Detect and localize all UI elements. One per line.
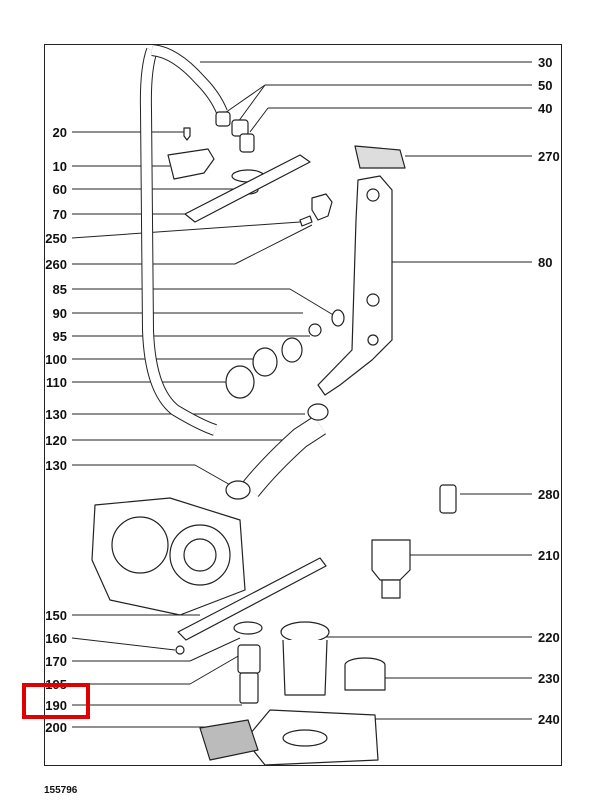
label-230: 230 xyxy=(538,671,560,686)
label-40: 40 xyxy=(538,101,552,116)
leader-195b xyxy=(189,654,241,685)
label-85: 85 xyxy=(53,282,67,297)
part-280 xyxy=(439,484,457,514)
nut-110 xyxy=(225,365,255,399)
part-210 xyxy=(371,539,411,581)
label-190: 190 xyxy=(45,698,67,713)
label-160: 160 xyxy=(45,631,67,646)
clamp-130b xyxy=(225,480,251,500)
label-30: 30 xyxy=(538,55,552,70)
leader-130b2 xyxy=(194,464,233,487)
ring-100 xyxy=(252,347,278,377)
label-130-lower: 130 xyxy=(45,458,67,473)
label-200: 200 xyxy=(45,720,67,735)
spray-arm-150 xyxy=(177,557,327,641)
label-270: 270 xyxy=(538,149,560,164)
micro-filter-200 xyxy=(199,719,259,761)
screw-20 xyxy=(183,127,191,141)
diagram-code: 155796 xyxy=(44,785,78,796)
label-260: 260 xyxy=(45,257,67,272)
filter-220 xyxy=(280,621,330,643)
part-170 xyxy=(233,621,263,635)
label-220: 220 xyxy=(538,630,560,645)
valve-85 xyxy=(331,309,345,327)
label-170: 170 xyxy=(45,654,67,669)
label-90: 90 xyxy=(53,306,67,321)
label-110: 110 xyxy=(46,375,67,390)
leader-160 xyxy=(71,637,176,651)
label-210: 210 xyxy=(538,548,560,563)
label-95: 95 xyxy=(53,329,67,344)
clamp-130a xyxy=(307,403,329,421)
label-10: 10 xyxy=(53,159,67,174)
leader-50b xyxy=(221,84,266,116)
leader-40b xyxy=(249,107,269,133)
bracket-10 xyxy=(167,148,215,180)
leader-260b xyxy=(234,224,313,265)
filter-block-270 xyxy=(354,145,406,169)
label-70: 70 xyxy=(53,207,67,222)
leader-170b xyxy=(189,637,241,662)
label-240: 240 xyxy=(538,712,560,727)
nozzle-250 xyxy=(311,193,333,221)
label-100: 100 xyxy=(45,352,67,367)
part-160 xyxy=(175,645,185,655)
label-120: 120 xyxy=(45,433,67,448)
label-130-upper: 130 xyxy=(45,407,67,422)
leader-250 xyxy=(71,221,301,239)
part-190 xyxy=(239,672,259,704)
label-20: 20 xyxy=(53,125,67,140)
label-250: 250 xyxy=(45,231,67,246)
label-80: 80 xyxy=(538,255,552,270)
label-150: 150 xyxy=(45,608,67,623)
screw-260 xyxy=(299,215,313,227)
label-280: 280 xyxy=(538,487,560,502)
spray-arm-70 xyxy=(184,154,311,223)
label-50: 50 xyxy=(538,78,552,93)
seal-95 xyxy=(281,337,303,363)
leader-50c xyxy=(237,84,266,123)
highlight-box-190 xyxy=(22,683,90,719)
ring-90 xyxy=(308,323,322,337)
leader-85b xyxy=(289,288,336,317)
connector-50 xyxy=(215,111,231,127)
hose-30 xyxy=(140,48,217,435)
label-60: 60 xyxy=(53,182,67,197)
diagram-frame xyxy=(44,44,562,766)
part-195 xyxy=(237,644,261,674)
